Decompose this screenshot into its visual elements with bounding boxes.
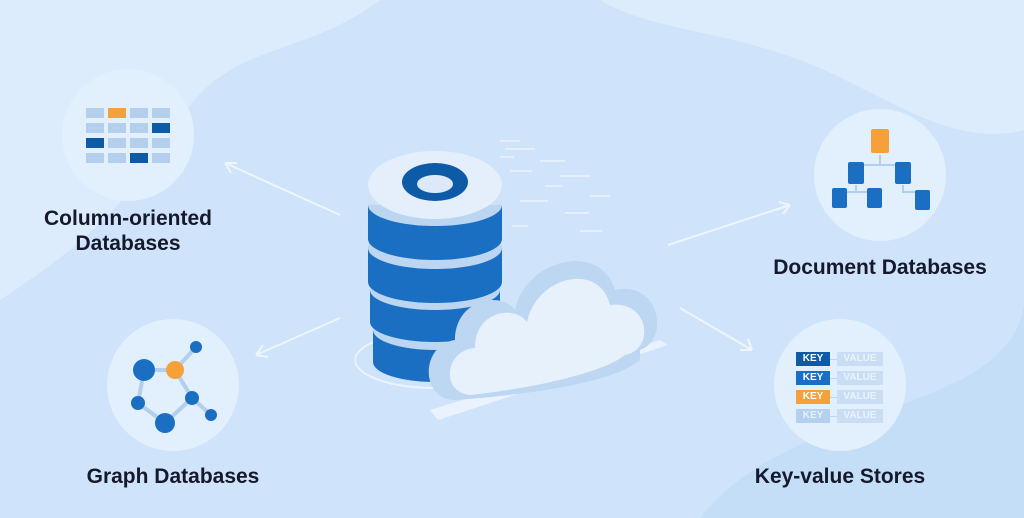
graph-databases-label: Graph Databases — [86, 465, 260, 488]
kv-row: KEY VALUE — [796, 352, 883, 366]
kv-key: KEY — [796, 390, 830, 404]
document-databases-label: Document Databases — [773, 256, 987, 279]
arrows — [224, 162, 791, 358]
key-value-icon: KEY VALUE KEY VALUE KEY VALUE KEY VALUE — [796, 352, 883, 428]
column-databases-label: Column-oriented Databases — [28, 206, 228, 256]
document-tree-icon — [832, 129, 930, 210]
background-blob — [0, 0, 380, 300]
kv-row: KEY VALUE — [796, 390, 883, 404]
kv-row: KEY VALUE — [796, 409, 883, 423]
column-icon-circle — [62, 69, 194, 201]
background-blob — [700, 300, 1024, 518]
column-grid-icon — [86, 108, 170, 163]
data-stream — [500, 140, 610, 232]
column-label-line2: Databases — [75, 232, 181, 255]
kv-key: KEY — [796, 409, 830, 423]
kv-value: VALUE — [837, 390, 883, 404]
kv-value: VALUE — [837, 352, 883, 366]
kv-value: VALUE — [837, 371, 883, 385]
background-blob — [600, 0, 1024, 134]
graph-network-icon — [131, 341, 217, 433]
column-label-line1: Column-oriented — [44, 207, 212, 230]
document-icon-circle — [814, 109, 946, 241]
kv-key: KEY — [796, 371, 830, 385]
graph-icon-circle — [107, 319, 239, 451]
cloud-icon — [428, 261, 658, 400]
kv-value: VALUE — [837, 409, 883, 423]
kv-row: KEY VALUE — [796, 371, 883, 385]
keyvalue-stores-label: Key-value Stores — [754, 465, 926, 488]
kv-key: KEY — [796, 352, 830, 366]
